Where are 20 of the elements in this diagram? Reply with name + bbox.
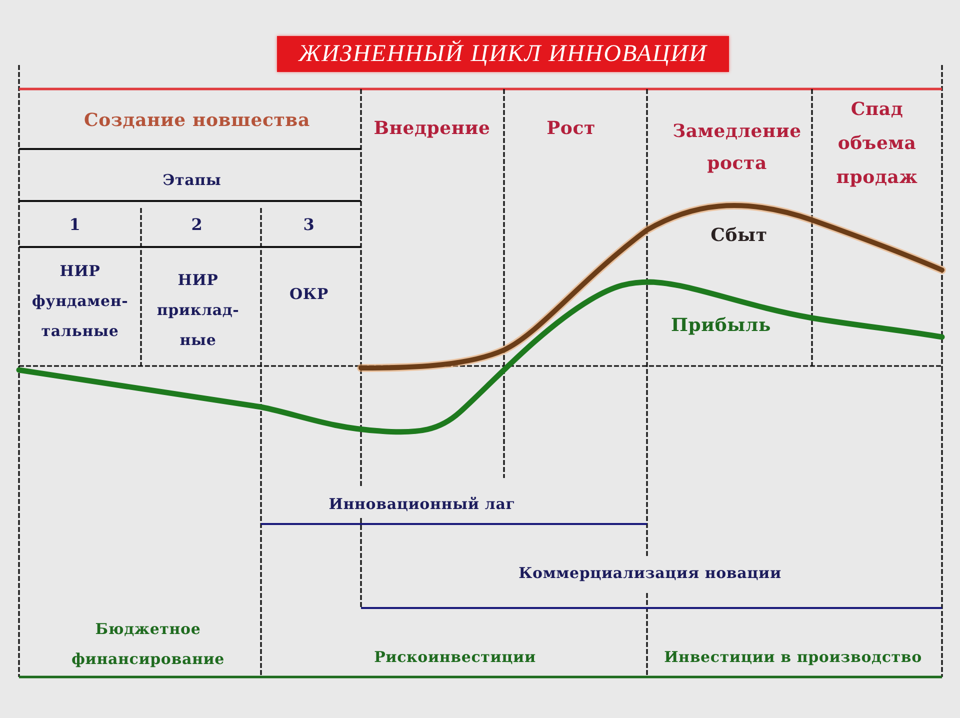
phase-header: Внедрение — [373, 118, 491, 140]
stage-number: 3 — [302, 215, 316, 234]
stage-name: Этапы — [162, 171, 222, 189]
curve-label: Прибыль — [670, 315, 772, 337]
funding-label: Бюджетное финансирование — [70, 619, 226, 670]
phase-header: Замедление роста — [672, 120, 802, 176]
phase-header: Рост — [546, 118, 596, 140]
stage-name: НИР фундамен- тальные — [31, 261, 129, 342]
title-banner: ЖИЗНЕННЫЙ ЦИКЛ ИННОВАЦИИ — [277, 36, 729, 72]
funding-label: Инвестиции в производство — [664, 648, 922, 666]
curve-label: Сбыт — [710, 225, 768, 247]
stage-number: 1 — [68, 215, 82, 234]
phase-header: Создание новшества — [84, 110, 310, 132]
stage-name: ОКР — [289, 285, 329, 303]
period-label: Коммерциализация новации — [518, 564, 782, 582]
funding-label: Рискоинвестиции — [374, 648, 536, 666]
stage-name: НИР приклад- ные — [156, 270, 240, 351]
phase-header: Спад объема продаж — [836, 98, 918, 190]
stage-number: 2 — [190, 215, 204, 234]
period-label: Инновационный лаг — [328, 495, 516, 513]
